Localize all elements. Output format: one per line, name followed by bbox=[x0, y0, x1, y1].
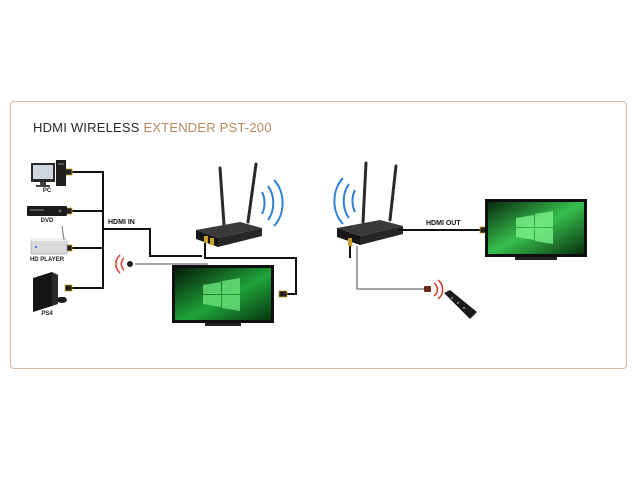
title-part-extender-model: EXTENDER PST-200 bbox=[143, 120, 272, 135]
pc-icon bbox=[31, 160, 66, 187]
dvd-player-icon bbox=[27, 206, 67, 216]
hdmi-in-label: HDMI IN bbox=[108, 219, 135, 226]
tv-right bbox=[485, 199, 587, 260]
title-part-hdmi-wireless: HDMI WIRELESS bbox=[33, 120, 144, 135]
hdmi-cables-right bbox=[349, 229, 482, 258]
ir-receiver-left bbox=[115, 254, 208, 274]
remote-control-icon bbox=[444, 290, 477, 319]
wifi-signal-left-icon bbox=[261, 179, 284, 227]
device-label-pc: PC bbox=[42, 188, 52, 194]
wifi-signal-right-icon bbox=[333, 177, 356, 225]
transmitter-unit bbox=[196, 162, 262, 247]
device-label-hd-player: HD PLAYER bbox=[29, 257, 65, 263]
device-label-ps4: PS4 bbox=[41, 311, 53, 317]
receiver-unit bbox=[337, 161, 403, 246]
device-label-dvd: DVD bbox=[40, 218, 54, 224]
tv-left bbox=[172, 265, 274, 326]
diagram-title: HDMI WIRELESS EXTENDER PST-200 bbox=[33, 120, 272, 135]
hdmi-out-label: HDMI OUT bbox=[426, 220, 461, 227]
ps4-console-icon bbox=[33, 272, 67, 312]
ir-cable-right bbox=[356, 246, 444, 300]
hd-player-icon bbox=[30, 225, 68, 255]
hdmi-cables-left bbox=[70, 171, 297, 295]
